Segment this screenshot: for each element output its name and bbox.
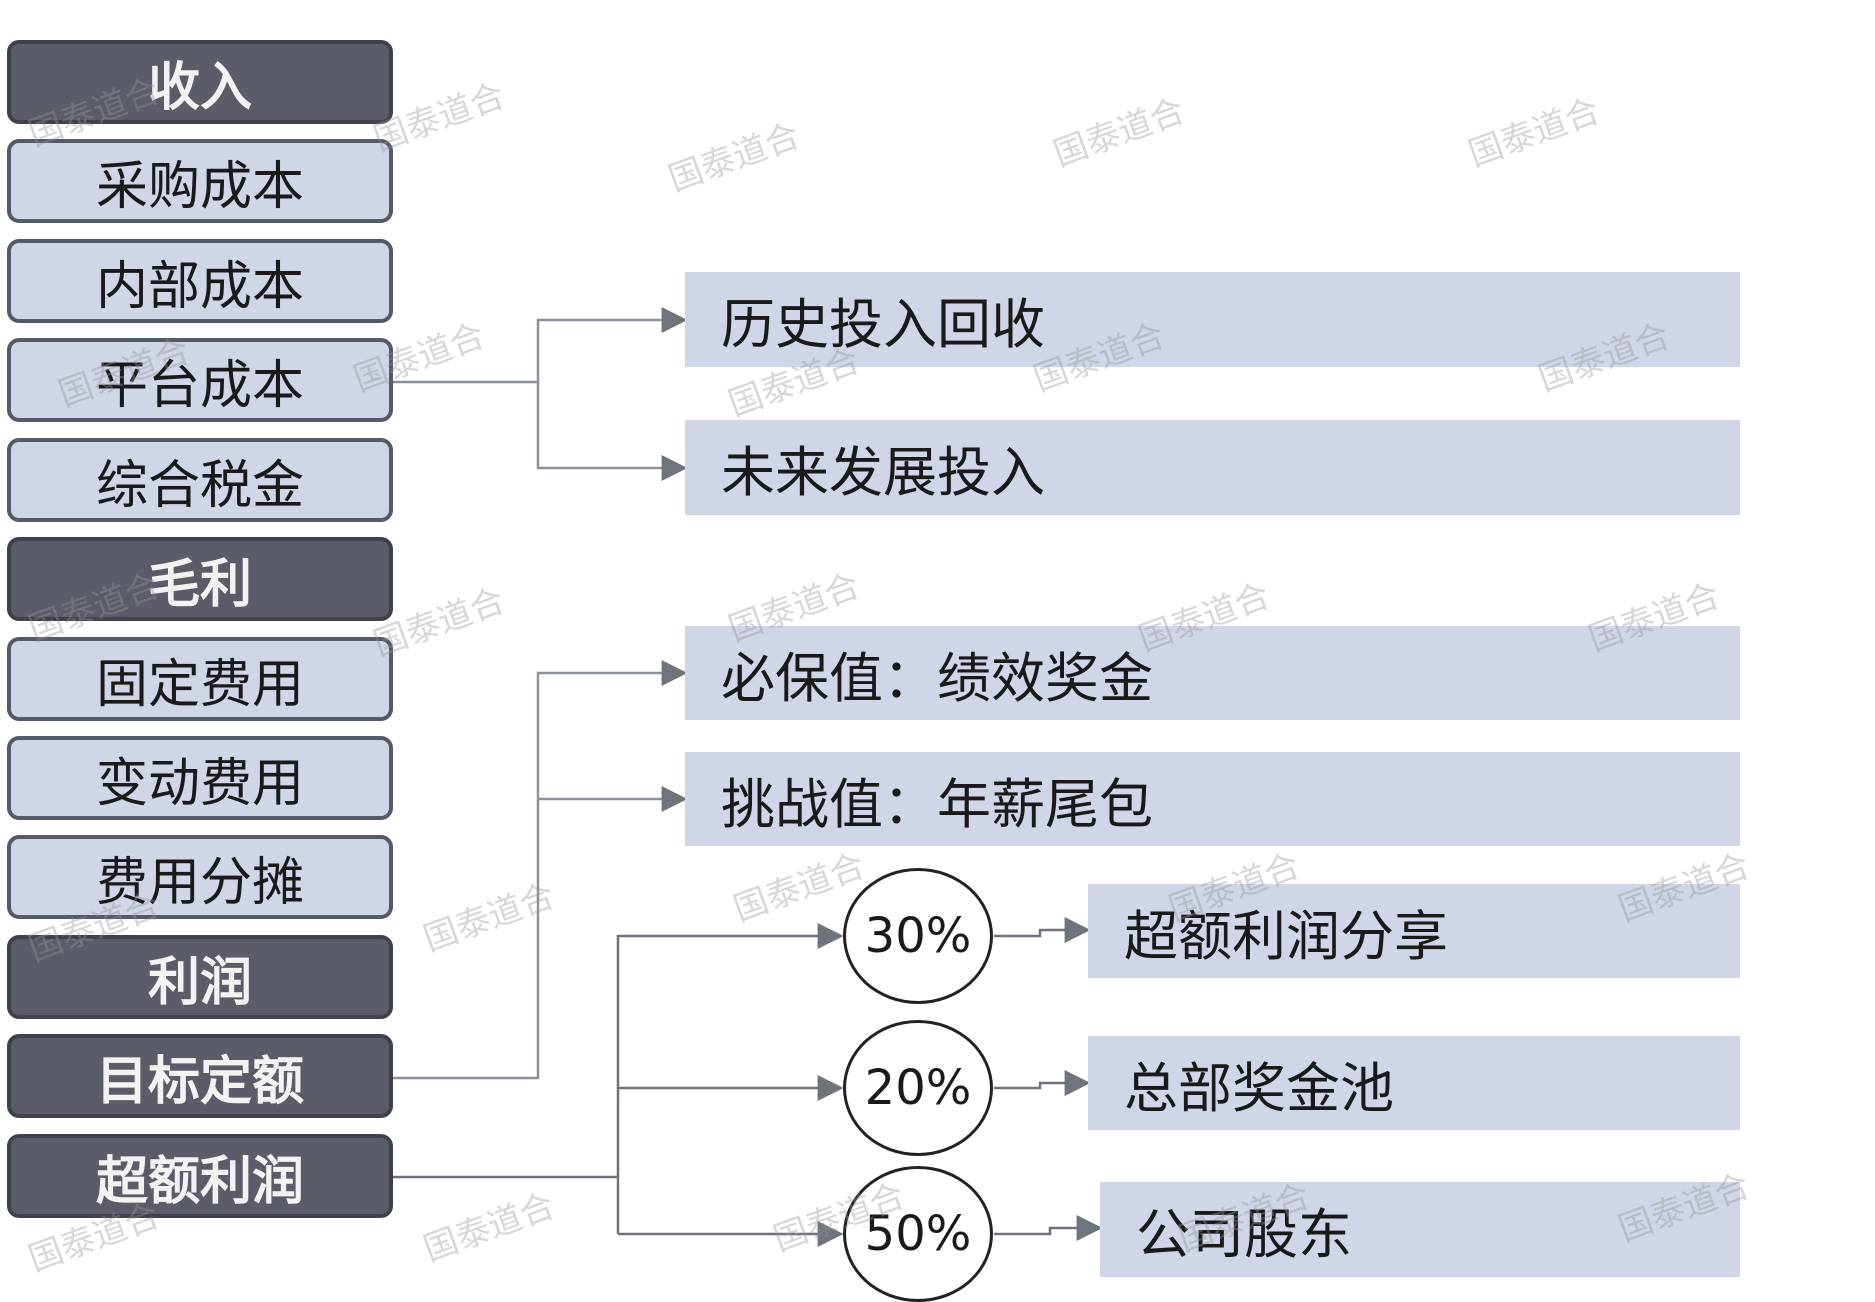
connector-split-30 bbox=[616, 923, 844, 1234]
internal-cost-box: 内部成本 bbox=[7, 239, 393, 323]
excess-profit-share-label: 超额利润分享 bbox=[1124, 904, 1448, 968]
excess-profit-label: 超额利润 bbox=[95, 1151, 304, 1212]
expense-allocation-label: 费用分摊 bbox=[95, 852, 304, 913]
history-recovery-label: 历史投入回收 bbox=[721, 293, 1045, 356]
future-investment-box: 未来发展投入 bbox=[685, 420, 1740, 515]
fixed-expense-label: 固定费用 bbox=[95, 654, 304, 715]
percent-30-label: 30% bbox=[864, 908, 972, 964]
tax-label: 综合税金 bbox=[95, 455, 304, 516]
gross-profit-label: 毛利 bbox=[147, 554, 252, 615]
history-recovery-box: 历史投入回收 bbox=[685, 272, 1740, 367]
hq-bonus-pool-box: 总部奖金池 bbox=[1088, 1036, 1740, 1130]
variable-expense-box: 变动费用 bbox=[7, 736, 393, 820]
income-label: 收入 bbox=[147, 57, 252, 118]
purchase-cost-label: 采购成本 bbox=[95, 156, 304, 217]
percent-circle-30: 30% bbox=[843, 868, 993, 1004]
connector-platform-cost bbox=[393, 307, 688, 384]
shareholders-label: 公司股东 bbox=[1136, 1203, 1352, 1266]
percent-20-label: 20% bbox=[864, 1060, 972, 1116]
challenge-value-label: 挑战值：年薪尾包 bbox=[721, 772, 1153, 836]
connector-50-to-label bbox=[994, 1215, 1103, 1241]
variable-expense-label: 变动费用 bbox=[95, 753, 304, 814]
connector-30-to-label bbox=[994, 917, 1091, 943]
tax-box: 综合税金 bbox=[7, 438, 393, 522]
guaranteed-value-box: 必保值：绩效奖金 bbox=[685, 626, 1740, 720]
future-investment-label: 未来发展投入 bbox=[721, 441, 1045, 504]
platform-cost-label: 平台成本 bbox=[95, 355, 304, 416]
connector-target-quota bbox=[393, 660, 688, 1080]
percent-circle-20: 20% bbox=[843, 1020, 993, 1156]
excess-profit-share-box: 超额利润分享 bbox=[1088, 884, 1740, 978]
target-quota-label: 目标定额 bbox=[95, 1051, 304, 1112]
shareholders-box: 公司股东 bbox=[1100, 1182, 1740, 1277]
percent-50-label: 50% bbox=[864, 1206, 972, 1262]
guaranteed-value-label: 必保值：绩效奖金 bbox=[721, 646, 1153, 710]
profit-box: 利润 bbox=[7, 935, 393, 1019]
connector-platform-cost-2 bbox=[536, 382, 688, 481]
expense-allocation-box: 费用分摊 bbox=[7, 835, 393, 919]
connector-20-to-label bbox=[994, 1070, 1091, 1096]
excess-profit-box: 超额利润 bbox=[7, 1134, 393, 1218]
profit-label: 利润 bbox=[147, 952, 252, 1013]
income-box: 收入 bbox=[7, 40, 393, 124]
fixed-expense-box: 固定费用 bbox=[7, 637, 393, 721]
percent-circle-50: 50% bbox=[843, 1166, 993, 1302]
hq-bonus-pool-label: 总部奖金池 bbox=[1124, 1056, 1394, 1120]
internal-cost-label: 内部成本 bbox=[95, 256, 304, 317]
purchase-cost-box: 采购成本 bbox=[7, 139, 393, 223]
gross-profit-box: 毛利 bbox=[7, 537, 393, 621]
target-quota-box: 目标定额 bbox=[7, 1034, 393, 1118]
challenge-value-box: 挑战值：年薪尾包 bbox=[685, 752, 1740, 846]
platform-cost-box: 平台成本 bbox=[7, 338, 393, 422]
